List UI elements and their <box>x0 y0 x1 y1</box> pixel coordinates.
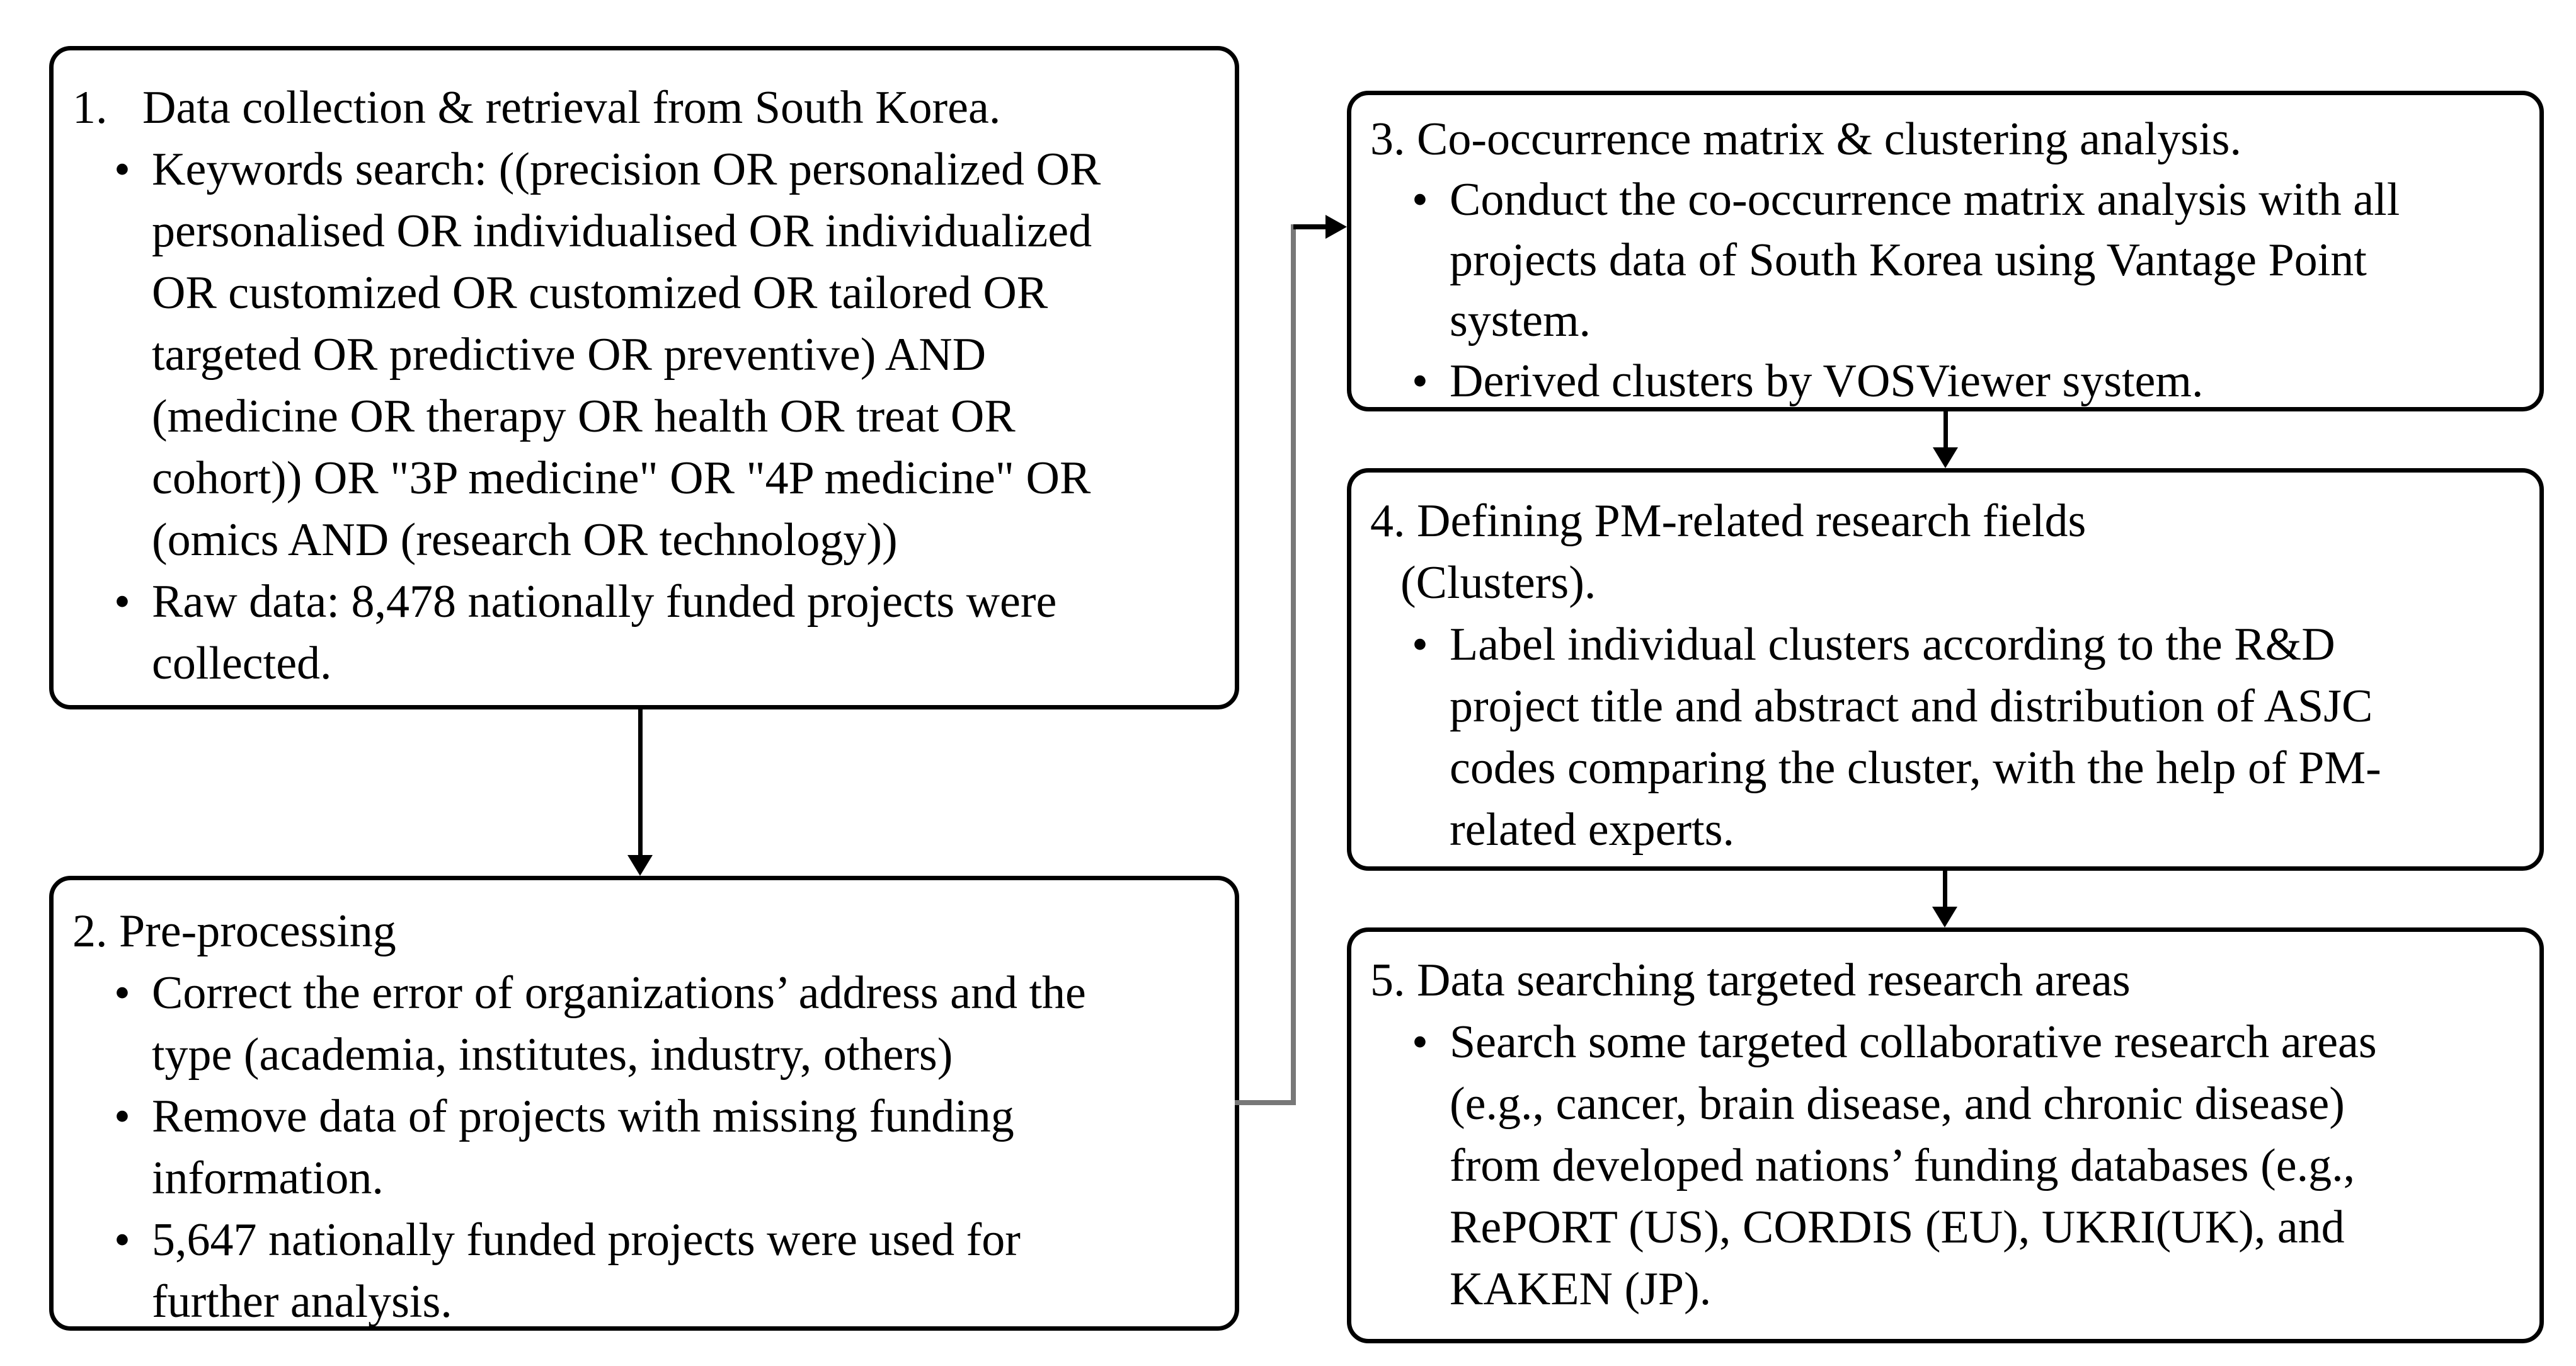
text-line: (omics AND (research OR technology)) <box>152 514 898 566</box>
arrowhead-down-icon <box>1932 907 1957 927</box>
bullet-line: Raw data: 8,478 nationally funded projec… <box>72 571 1223 633</box>
arrow-line <box>1943 409 1948 449</box>
connector-vertical-segment <box>1291 224 1296 1103</box>
arrowhead-down-icon <box>627 855 653 876</box>
flow-box-defining-fields: 4. Defining PM-related research fields (C… <box>1347 468 2544 871</box>
bullet-line: Correct the error of organizations’ addr… <box>72 962 1223 1024</box>
text-line: cohort)) OR "3P medicine" OR "4P medicin… <box>152 452 1091 504</box>
arrowhead-down-icon <box>1933 447 1958 468</box>
flow-box-pre-processing: 2. Pre-processingCorrect the error of or… <box>49 876 1239 1331</box>
text-line: system. <box>1450 295 1591 347</box>
bullet-line: 5,647 nationally funded projects were us… <box>72 1209 1223 1271</box>
text-line: collected. <box>152 638 332 689</box>
text-line: targeted OR predictive OR preventive) AN… <box>152 329 987 381</box>
connector-horizontal-segment <box>1293 224 1327 229</box>
text-line: 4. Defining PM-related research fields <box>1370 495 2087 547</box>
text-line: KAKEN (JP). <box>1450 1263 1712 1315</box>
arrow-line <box>1943 868 1947 908</box>
text-line: 1. Data collection & retrieval from Sout… <box>72 82 1001 134</box>
flow-box-data-collection: 1. Data collection & retrieval from Sout… <box>49 46 1239 709</box>
text-line: 2. Pre-processing <box>72 905 396 957</box>
text-line: (medicine OR therapy OR health OR treat … <box>152 391 1016 442</box>
text-line: type (academia, institutes, industry, ot… <box>152 1029 953 1081</box>
text-line: project title and abstract and distribut… <box>1450 680 2373 732</box>
text-line: information. <box>152 1152 384 1204</box>
text-line: OR customized OR customized OR tailored … <box>152 267 1048 319</box>
text-line: related experts. <box>1450 804 1734 856</box>
arrow-line <box>638 707 643 857</box>
bullet-line: Label individual clusters according to t… <box>1370 614 2528 675</box>
arrowhead-right-icon <box>1325 215 1347 239</box>
text-line: personalised OR individualised OR indivi… <box>152 205 1092 257</box>
flow-box-cooccurrence-clustering: 3. Co-occurrence matrix & clustering ana… <box>1347 91 2544 411</box>
connector-horizontal-segment <box>1235 1100 1296 1105</box>
text-line: RePORT (US), CORDIS (EU), UKRI(UK), and <box>1450 1202 2345 1253</box>
bullet-line: Remove data of projects with missing fun… <box>72 1086 1223 1147</box>
bullet-line: Search some targeted collaborative resea… <box>1370 1011 2528 1073</box>
text-line: further analysis. <box>152 1276 452 1328</box>
text-line: from developed nations’ funding database… <box>1450 1140 2356 1191</box>
text-line: 5. Data searching targeted research area… <box>1370 955 2131 1006</box>
text-line: projects data of South Korea using Vanta… <box>1450 234 2367 286</box>
text-line: (e.g., cancer, brain disease, and chroni… <box>1450 1078 2345 1130</box>
flow-box-data-searching: 5. Data searching targeted research area… <box>1347 927 2544 1343</box>
text-line: (Clusters). <box>1400 557 1596 609</box>
bullet-line: Conduct the co-occurrence matrix analysi… <box>1370 169 2528 230</box>
text-line: codes comparing the cluster, with the he… <box>1450 742 2381 794</box>
text-line: 3. Co-occurrence matrix & clustering ana… <box>1370 113 2241 165</box>
bullet-line: Keywords search: ((precision OR personal… <box>72 139 1223 200</box>
bullet-line: Derived clusters by VOSViewer system. <box>1370 351 2528 407</box>
